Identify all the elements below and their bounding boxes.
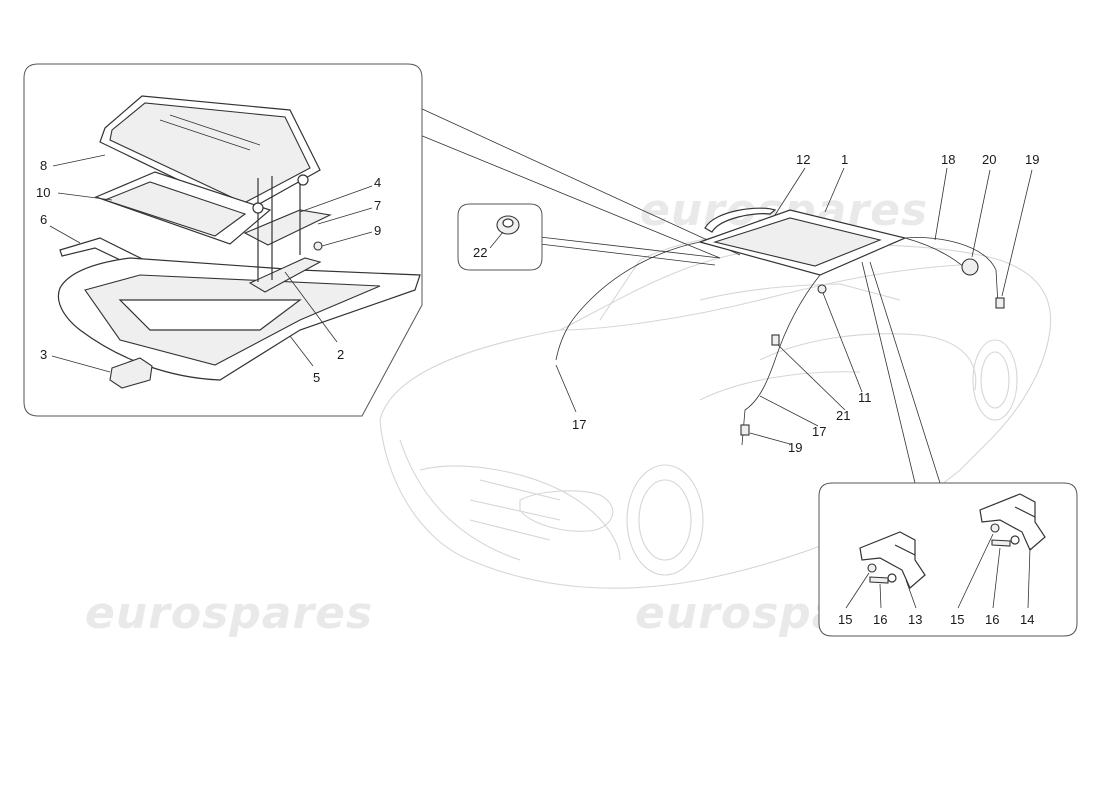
grommet-inset-frame <box>457 203 543 271</box>
callout-5: 5 <box>313 370 320 385</box>
drive-motor-part <box>109 357 153 389</box>
callout-20: 20 <box>982 152 996 167</box>
bracket-inset <box>818 482 1078 637</box>
car-outline <box>379 231 1052 589</box>
callout-17a: 17 <box>572 417 586 432</box>
callout-19a: 19 <box>1025 152 1039 167</box>
callout-2: 2 <box>337 347 344 362</box>
callout-18: 18 <box>941 152 955 167</box>
roof-sunroof-assembly <box>555 167 1033 446</box>
callout-16b: 16 <box>985 612 999 627</box>
guide-rail-part <box>243 209 332 246</box>
front-bracket-part <box>859 531 926 589</box>
callout-8: 8 <box>40 158 47 173</box>
callout-10: 10 <box>36 185 50 200</box>
drain-end-cap-part-2 <box>740 424 750 436</box>
callout-15a: 15 <box>838 612 852 627</box>
roof-glass-part <box>712 217 882 267</box>
drain-end-cap-part <box>995 297 1005 309</box>
rear-drain-tube-right <box>904 237 999 306</box>
tube-clip-part <box>771 334 780 346</box>
callout-11: 11 <box>858 390 872 405</box>
callout-19b: 19 <box>788 440 802 455</box>
callout-15b: 15 <box>950 612 964 627</box>
screw-part-front <box>869 576 889 584</box>
watermark-bottom-left: eurospares <box>85 588 373 639</box>
roof-mount-part <box>817 284 827 294</box>
screw-part-rear <box>991 539 1011 547</box>
front-drain-tube-left <box>555 241 701 361</box>
callout-labels: 1 2 3 4 5 6 7 8 9 10 11 12 13 14 15 15 1… <box>36 152 1039 627</box>
rail-bracket-part <box>248 257 322 293</box>
bracket-inset-frame <box>818 482 1078 637</box>
callout-16a: 16 <box>873 612 887 627</box>
front-drain-tube-right <box>741 274 821 446</box>
wind-deflector-part <box>704 207 777 233</box>
callout-4: 4 <box>374 175 381 190</box>
callout-13: 13 <box>908 612 922 627</box>
callout-6: 6 <box>40 212 47 227</box>
callout-1: 1 <box>841 152 848 167</box>
callout-22: 22 <box>473 245 487 260</box>
callout-7: 7 <box>374 198 381 213</box>
callout-3: 3 <box>40 347 47 362</box>
callout-14: 14 <box>1020 612 1034 627</box>
drain-valve-part <box>961 258 979 276</box>
washer-part <box>867 563 877 573</box>
grommet-inset <box>457 203 543 271</box>
callout-12: 12 <box>796 152 810 167</box>
rear-bracket-part <box>979 493 1046 551</box>
callout-17b: 17 <box>812 424 826 439</box>
sunshade-strip <box>103 181 247 237</box>
screw-part <box>313 241 323 251</box>
callout-9: 9 <box>374 223 381 238</box>
washer-part-rear <box>990 523 1000 533</box>
sunroof-exploded-inset <box>23 63 423 417</box>
callout-21: 21 <box>836 408 850 423</box>
rear-drain-tube-left <box>904 237 966 269</box>
glass-panel-surface <box>109 102 311 204</box>
inset-connector-lines <box>419 107 941 484</box>
